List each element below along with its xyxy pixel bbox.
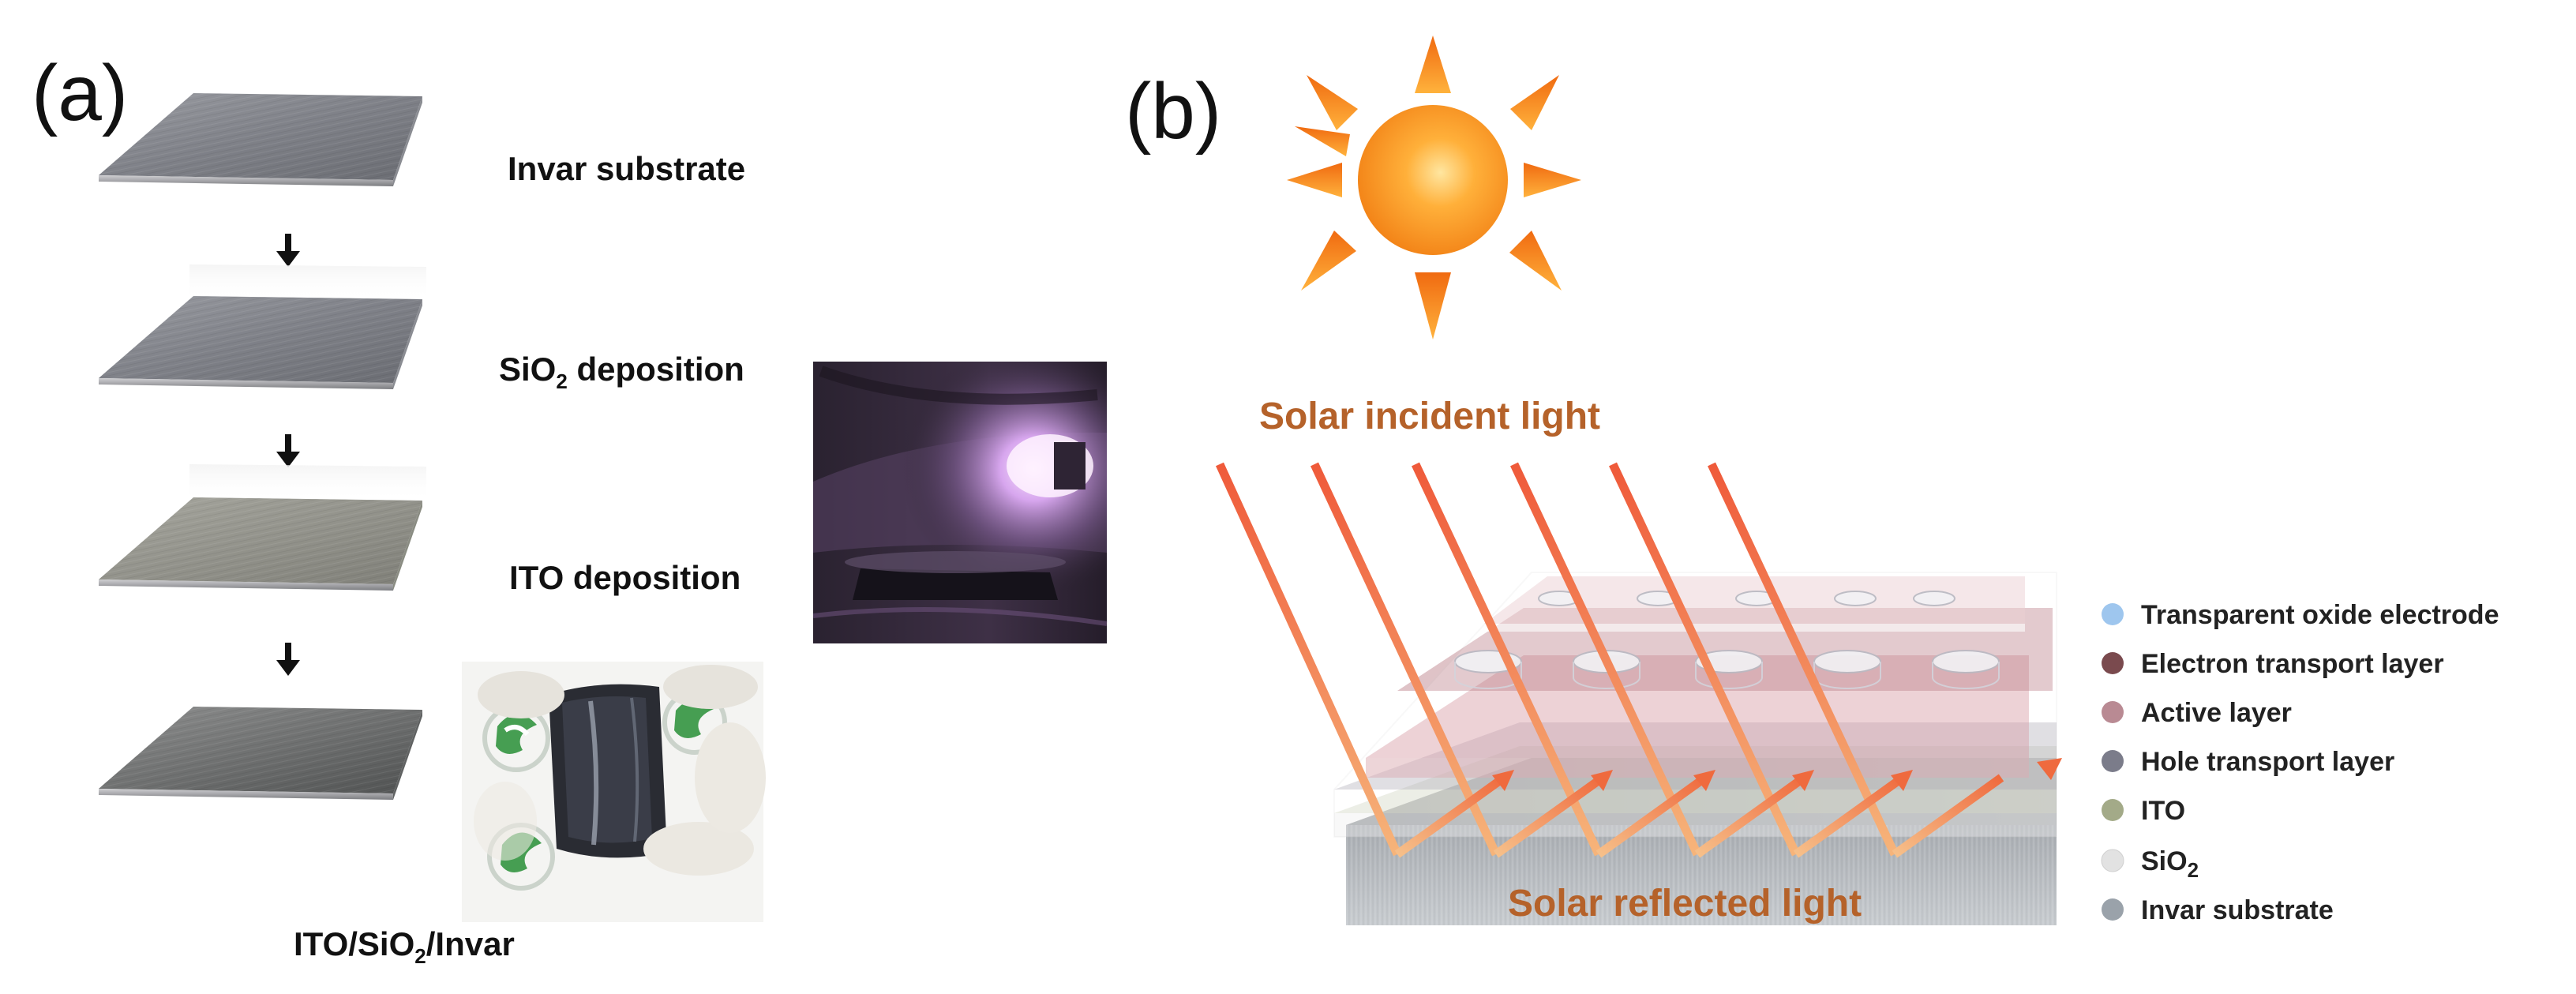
flexible-sample-photo (462, 662, 766, 922)
legend-item: Hole transport layer (2102, 747, 2394, 777)
legend-dot-ito (2102, 799, 2124, 821)
legend-dot-transparent-oxide-electrode (2102, 603, 2124, 625)
reflected-light-label: Solar reflected light (1508, 883, 1862, 925)
down-arrow-icon (276, 434, 300, 467)
legend-dot-electron-transport-layer (2102, 652, 2124, 674)
down-arrow-icon (276, 234, 300, 267)
legend-item: SiO2 (2101, 846, 2199, 882)
incident-light-label: Solar incident light (1259, 396, 1600, 437)
legend-label-electron-transport-layer: Electron transport layer (2141, 649, 2444, 679)
legend-label-invar-substrate: Invar substrate (2141, 895, 2334, 925)
final-label-ito-sio2-invar: ITO/SiO2/Invar (294, 925, 515, 968)
legend-item: Invar substrate (2102, 895, 2334, 925)
panel-a: (a) Invar substrate SiO2 deposition (32, 49, 1108, 968)
legend-item: Electron transport layer (2102, 649, 2444, 679)
step-label-ito-deposition: ITO deposition (509, 559, 741, 596)
sputtering-chamber-photo (812, 362, 1108, 643)
sun-icon (1287, 36, 1581, 339)
reflected-arrowheads (1492, 758, 2062, 791)
panel-b: (b) Solar incident light (1125, 36, 2499, 925)
reflected-beams (1394, 774, 2004, 858)
legend-item: ITO (2102, 796, 2185, 826)
panel-a-letter: (a) (32, 49, 128, 137)
plate-invar-substrate (99, 93, 422, 186)
legend-label-active-layer: Active layer (2141, 698, 2292, 728)
step-label-invar-substrate: Invar substrate (508, 150, 745, 187)
legend-dot-active-layer (2102, 701, 2124, 723)
legend-label-transparent-oxide-electrode: Transparent oxide electrode (2141, 600, 2499, 630)
panel-b-letter: (b) (1125, 67, 1221, 156)
legend-item: Transparent oxide electrode (2102, 600, 2499, 630)
legend-dot-hole-transport-layer (2102, 750, 2124, 772)
legend-label-ito: ITO (2141, 796, 2185, 826)
step-label-sio2-deposition: SiO2 deposition (499, 351, 744, 393)
plate-sio2-deposition (99, 264, 426, 389)
legend-label-sio2: SiO2 (2141, 846, 2199, 882)
plate-ito-deposition (99, 464, 426, 591)
legend-dot-invar-substrate (2102, 898, 2124, 921)
incident-beams (1215, 462, 1899, 857)
down-arrow-icon (276, 643, 300, 676)
legend-label-hole-transport-layer: Hole transport layer (2141, 747, 2394, 777)
legend-dot-sio2 (2101, 849, 2124, 872)
layer-legend: Transparent oxide electrode Electron tra… (2101, 600, 2499, 925)
plate-ito-sio2-invar (99, 707, 422, 800)
legend-item: Active layer (2102, 698, 2292, 728)
